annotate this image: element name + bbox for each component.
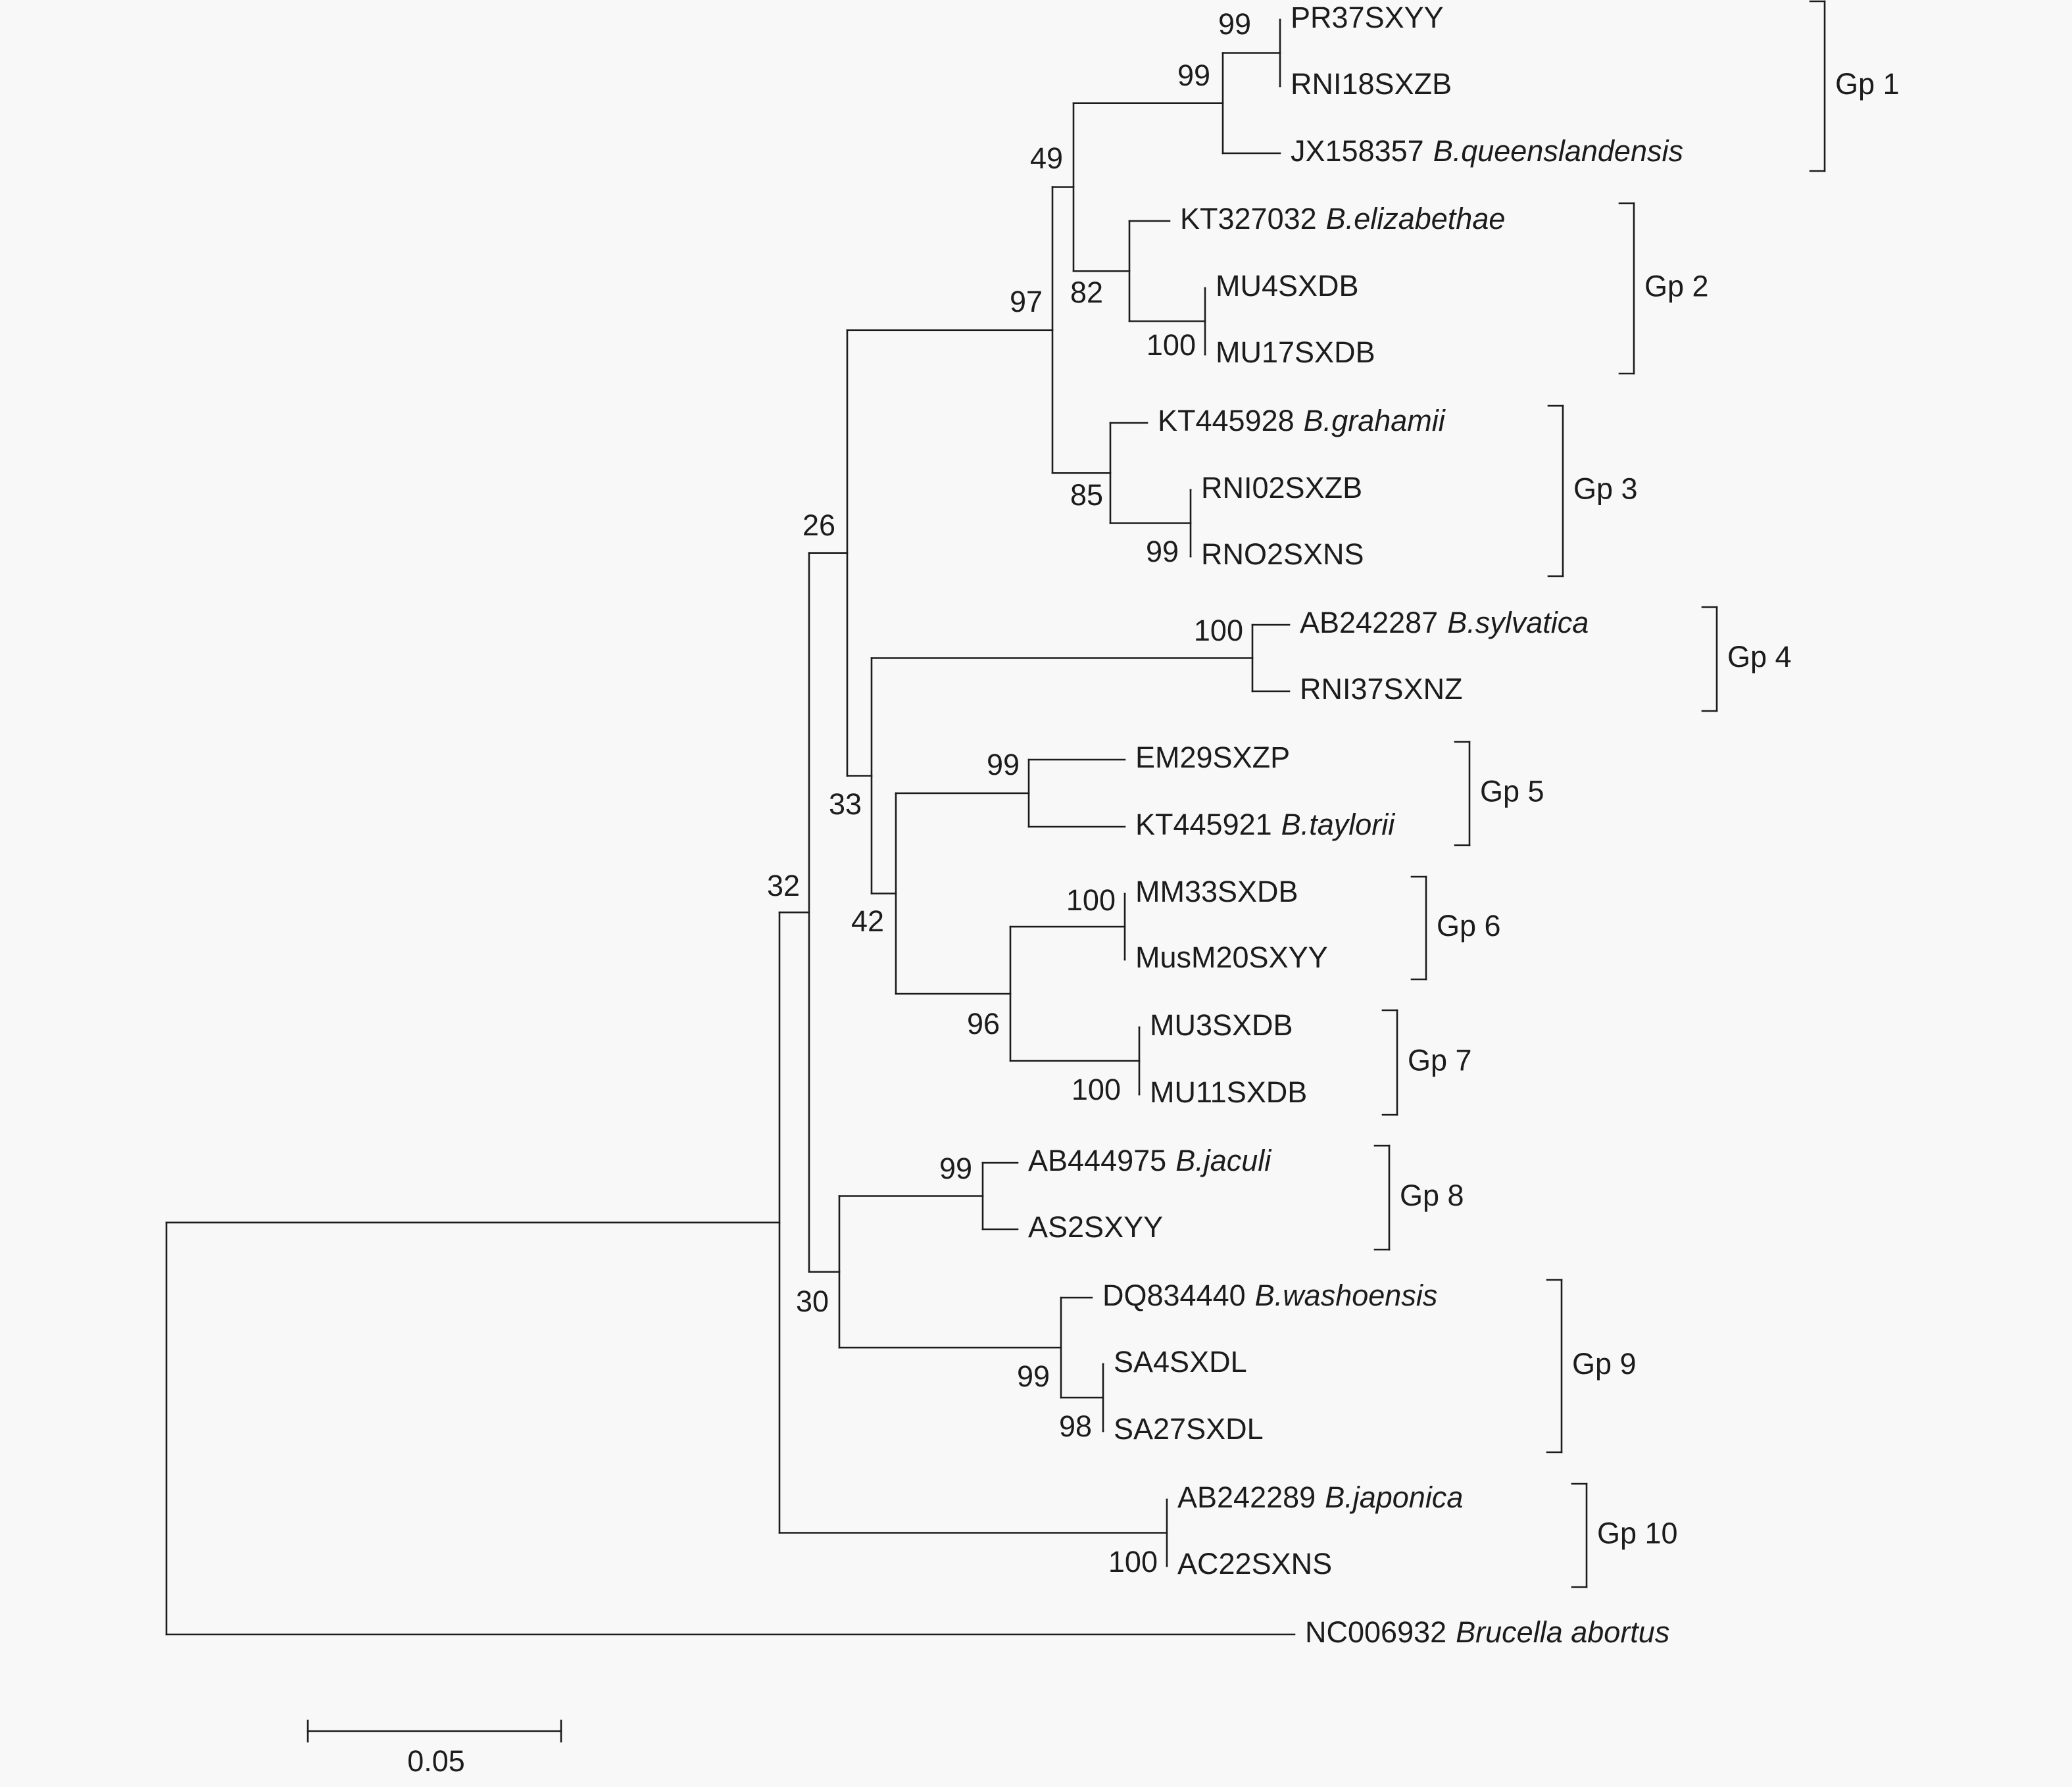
bootstrap-value: 82 <box>1070 276 1103 309</box>
species-name: B.washoensis <box>1255 1279 1438 1312</box>
taxon-label: RNI02SXZB <box>1201 471 1362 504</box>
taxon-label: MU4SXDB <box>1216 269 1359 303</box>
taxon-label: MU3SXDB <box>1150 1008 1293 1042</box>
bootstrap-value: 99 <box>1177 59 1210 92</box>
bootstrap-value: 100 <box>1194 614 1243 647</box>
species-name: Brucella abortus <box>1456 1615 1669 1649</box>
group-label: Gp 3 <box>1573 472 1638 505</box>
bootstrap-value: 100 <box>1066 883 1116 917</box>
scale-bar-label: 0.05 <box>407 1744 465 1778</box>
bootstrap-value: 32 <box>767 869 800 902</box>
bootstrap-value: 98 <box>1059 1409 1092 1443</box>
bootstrap-value: 99 <box>1218 7 1251 41</box>
bootstrap-value: 96 <box>967 1007 1000 1040</box>
species-name: B.japonica <box>1325 1481 1463 1514</box>
bootstrap-value: 100 <box>1072 1073 1121 1106</box>
group-label: Gp 6 <box>1437 909 1501 942</box>
bootstrap-value: 97 <box>1010 285 1043 318</box>
group-label: Gp 5 <box>1480 774 1544 808</box>
bootstrap-value: 42 <box>851 904 884 938</box>
taxon-label: MU11SXDB <box>1150 1075 1307 1109</box>
bootstrap-value: 49 <box>1030 141 1063 175</box>
group-label: Gp 9 <box>1572 1347 1637 1381</box>
group-label: Gp 7 <box>1408 1043 1472 1077</box>
bootstrap-value: 99 <box>987 748 1020 781</box>
species-name: B.grahamii <box>1304 404 1446 437</box>
bootstrap-value: 99 <box>939 1152 972 1185</box>
bootstrap-value: 26 <box>802 508 835 542</box>
taxon-label: EM29SXZP <box>1135 741 1290 774</box>
species-name: B.queenslandensis <box>1433 134 1683 168</box>
bootstrap-value: 100 <box>1147 328 1196 362</box>
bootstrap-value: 99 <box>1146 535 1179 568</box>
taxon-label: RNI18SXZB <box>1291 67 1452 101</box>
taxon-label: RNI37SXNZ <box>1300 672 1463 706</box>
bootstrap-value: 33 <box>829 787 862 821</box>
taxon-label: PR37SXYY <box>1291 1 1444 34</box>
species-name: B.elizabethae <box>1326 202 1506 235</box>
species-name: B.jaculi <box>1175 1144 1272 1177</box>
taxon-label: MusM20SXYY <box>1135 941 1328 974</box>
taxon-label: AS2SXYY <box>1028 1210 1163 1244</box>
taxon-label: RNO2SXNS <box>1201 537 1364 571</box>
taxon-label: MM33SXDB <box>1135 875 1298 908</box>
taxon-label: SA4SXDL <box>1114 1345 1247 1379</box>
bootstrap-value: 85 <box>1070 478 1103 512</box>
species-name: B.taylorii <box>1281 808 1396 841</box>
taxon-label: SA27SXDL <box>1114 1412 1264 1446</box>
group-label: Gp 8 <box>1400 1179 1464 1212</box>
group-label: Gp 4 <box>1727 640 1792 673</box>
bootstrap-value: 30 <box>796 1285 829 1318</box>
group-label: Gp 2 <box>1644 269 1709 303</box>
bootstrap-value: 100 <box>1108 1545 1158 1579</box>
group-label: Gp 10 <box>1597 1516 1678 1550</box>
group-label: Gp 1 <box>1835 67 1900 101</box>
bootstrap-value: 99 <box>1017 1359 1050 1393</box>
taxon-label: MU17SXDB <box>1216 335 1375 369</box>
taxon-label: AC22SXNS <box>1177 1547 1332 1580</box>
species-name: B.sylvatica <box>1447 606 1589 639</box>
